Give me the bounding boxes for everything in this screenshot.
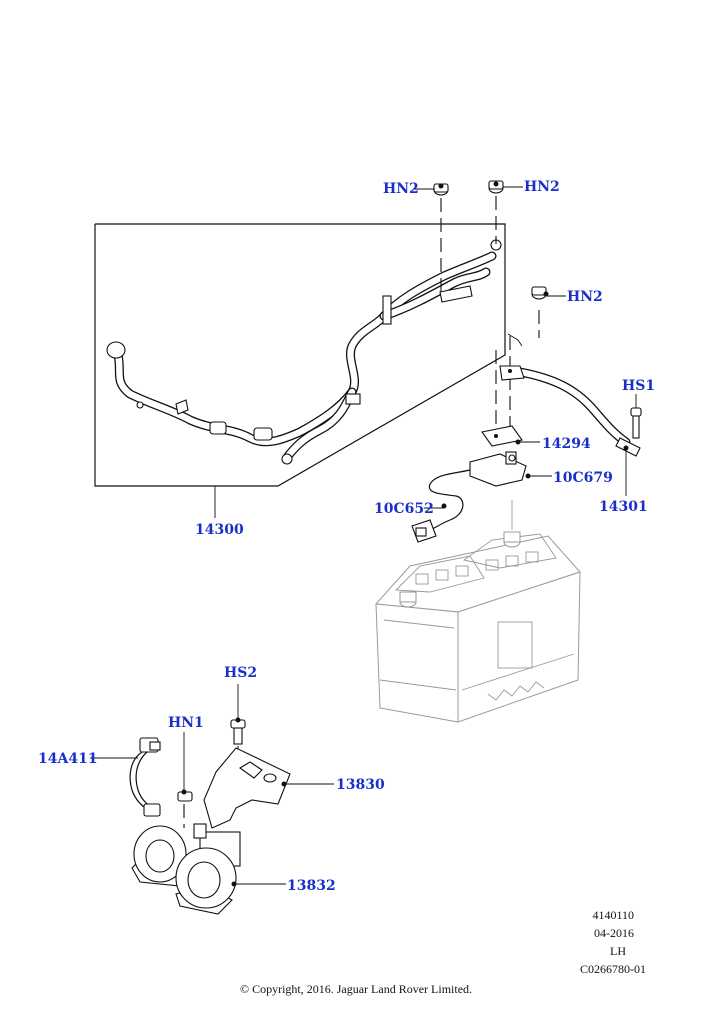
label-14294: 14294	[542, 436, 591, 452]
reference-code: 4140110	[592, 908, 634, 922]
label-hn1: HN1	[168, 715, 204, 731]
label-hn2-left: HN2	[383, 181, 419, 197]
label-14300: 14300	[195, 522, 244, 538]
label-10c679: 10C679	[553, 470, 613, 486]
main-harness-cable	[106, 239, 502, 465]
bolt-hs1: HS1	[622, 378, 655, 439]
reference-drawing-id: C0266780-01	[580, 962, 646, 976]
label-13830: 13830	[336, 777, 385, 793]
bolt-hs2: HS2	[224, 665, 257, 770]
battery-cell-caps	[394, 533, 557, 593]
nut-hn2-right: HN2	[531, 286, 603, 338]
battery	[374, 500, 581, 723]
label-10c652: 10C652	[374, 501, 434, 517]
harness-kit-frame	[94, 223, 506, 487]
label-14a411: 14A411	[38, 751, 98, 767]
horn-harness-14a411: 14A411	[38, 737, 161, 817]
horn-pair-13832: 13832	[131, 823, 336, 915]
horn-bracket-13830: 13830	[203, 747, 385, 829]
label-hs1: HS1	[622, 378, 655, 394]
nut-hn2-center: HN2	[488, 179, 560, 244]
label-hn2-right: HN2	[567, 289, 603, 305]
battery-sensor-10c679: 10C679	[469, 451, 613, 487]
reference-block: 4140110 04-2016 LH C0266780-01	[580, 908, 646, 976]
nut-hn2-left: HN2	[383, 181, 449, 298]
battery-negative-cable-14301: 14301	[499, 365, 648, 515]
nut-hn1: HN1	[168, 715, 204, 828]
reference-date: 04-2016	[594, 926, 634, 940]
copyright-notice: © Copyright, 2016. Jaguar Land Rover Lim…	[240, 982, 472, 996]
label-13832: 13832	[287, 878, 336, 894]
reference-side: LH	[610, 944, 626, 958]
assembly-centerlines	[495, 333, 523, 430]
sensor-lead-10c652: 10C652	[374, 469, 471, 543]
label-hs2: HS2	[224, 665, 257, 681]
label-14301: 14301	[599, 499, 648, 515]
label-hn2-center: HN2	[524, 179, 560, 195]
bracket-14294: 14294	[481, 425, 591, 452]
callout-14300: 14300	[195, 486, 244, 538]
